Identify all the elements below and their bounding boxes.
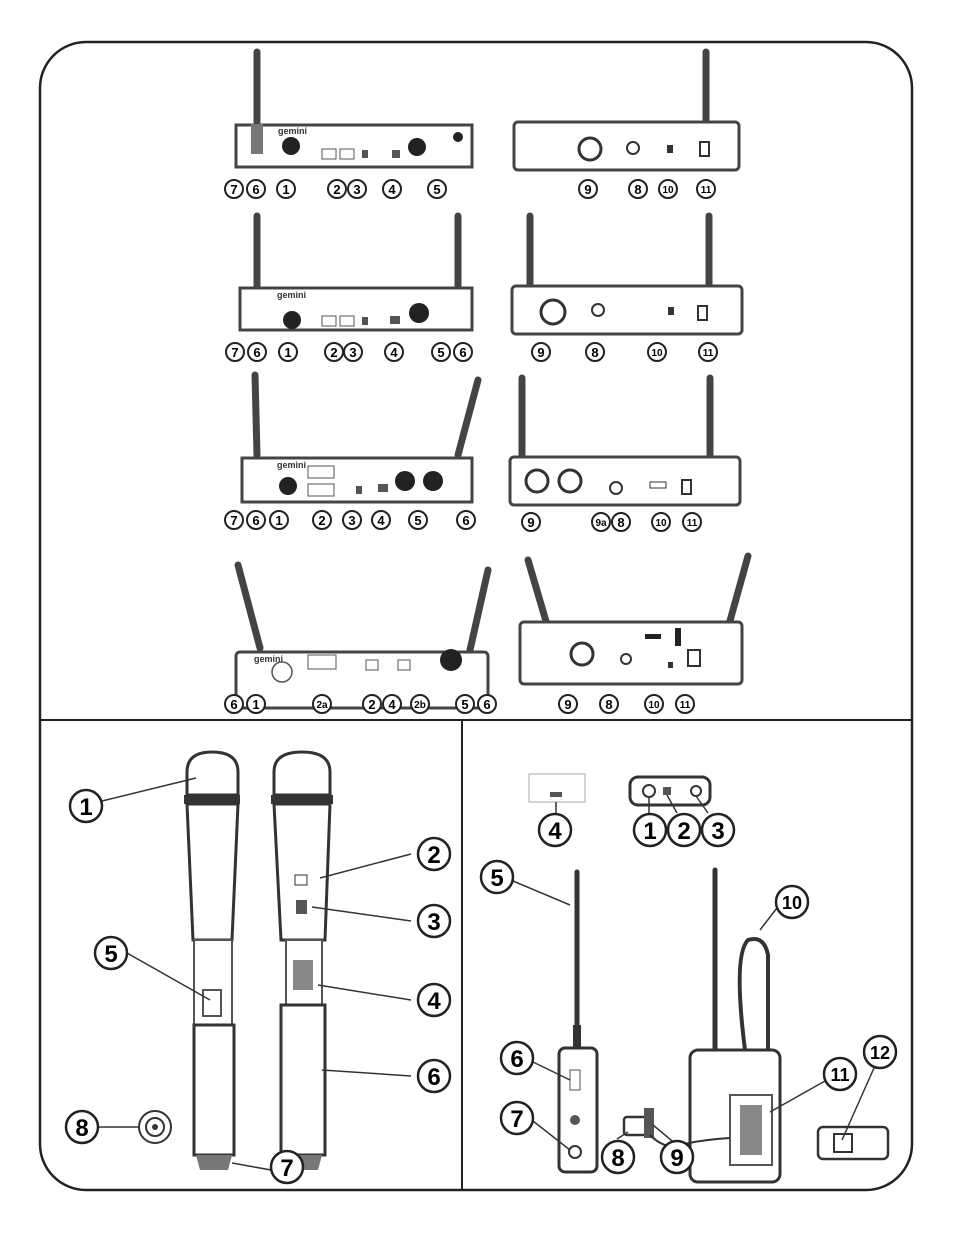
- callout-label: 6: [459, 345, 466, 360]
- callout-label: 6: [510, 1046, 523, 1073]
- callout-label: 10: [782, 893, 802, 913]
- callout-label: 2: [330, 345, 337, 360]
- callout-label: 3: [353, 182, 360, 197]
- handheld-callouts: 1 2 3 5 4 6 8 7: [66, 790, 450, 1183]
- callout-label: 2: [677, 818, 690, 845]
- receiver-2-front-callouts: 7 6 1 2 3 4 5 6: [226, 343, 472, 361]
- callout-label: 5: [104, 941, 117, 968]
- callout-label: 2: [427, 842, 440, 869]
- callout-label: 4: [390, 345, 398, 360]
- callout-label: 5: [414, 513, 421, 528]
- callout-label: 1: [284, 345, 291, 360]
- callout-label: 10: [648, 700, 660, 711]
- callout-label: 7: [230, 513, 237, 528]
- callout-label: 6: [252, 182, 259, 197]
- callout-label: 7: [510, 1106, 523, 1133]
- callout-label: 5: [490, 865, 503, 892]
- callout-label: 6: [252, 513, 259, 528]
- callout-label: 8: [591, 345, 598, 360]
- callout-label: 9: [537, 345, 544, 360]
- callout-label: 6: [483, 697, 490, 712]
- receiver-3-brand: gemini: [277, 460, 306, 470]
- callout-label: 2: [333, 182, 340, 197]
- receiver-1-front-callouts: 7 6 1 2 3 4 5: [225, 180, 446, 198]
- callout-label: 10: [655, 518, 667, 529]
- callout-label: 4: [548, 818, 562, 845]
- callout-label: 7: [230, 182, 237, 197]
- receiver-2-brand: gemini: [277, 290, 306, 300]
- battery-cap-detail: [139, 1111, 171, 1143]
- callout-label: 8: [605, 697, 612, 712]
- callout-label: 1: [79, 794, 92, 821]
- callout-label: 11: [680, 700, 691, 711]
- callout-label: 11: [830, 1065, 849, 1085]
- callout-label: 9a: [595, 518, 607, 529]
- callout-label: 7: [280, 1155, 293, 1182]
- callout-label: 1: [252, 697, 259, 712]
- callout-label: 2b: [414, 700, 426, 711]
- callout-label: 2: [318, 513, 325, 528]
- callout-label: 10: [662, 185, 674, 196]
- callout-label: 5: [461, 697, 468, 712]
- handheld-mic-left: [184, 752, 240, 1170]
- callout-label: 4: [388, 182, 396, 197]
- bodypack-rear-view: [690, 870, 780, 1182]
- handheld-mic-right: [271, 752, 333, 1170]
- callout-label: 12: [870, 1043, 890, 1063]
- callout-label: 1: [275, 513, 282, 528]
- callout-label: 3: [349, 345, 356, 360]
- callout-label: 8: [611, 1145, 624, 1172]
- callout-label: 8: [634, 182, 641, 197]
- callout-label: 11: [701, 185, 712, 196]
- callout-label: 5: [433, 182, 440, 197]
- receiver-2-rear: [512, 216, 742, 334]
- callout-label: 1: [643, 818, 656, 845]
- callout-label: 4: [388, 697, 396, 712]
- callout-label: 9: [584, 182, 591, 197]
- handheld-leader-lines: [98, 778, 411, 1170]
- callout-label: 8: [75, 1115, 88, 1142]
- bodypack-top-details: [529, 774, 710, 813]
- bodypack-transmitter: [559, 872, 597, 1172]
- callout-label: 6: [462, 513, 469, 528]
- receiver-3-front: gemini: [242, 375, 478, 502]
- callout-label: 3: [711, 818, 724, 845]
- receiver-4-front: gemini: [236, 565, 488, 708]
- receiver-3-rear-callouts: 9 9a 8 10 11: [522, 513, 701, 531]
- callout-label: 11: [687, 518, 698, 529]
- battery-compartment: [818, 1127, 888, 1159]
- callout-label: 6: [253, 345, 260, 360]
- receiver-1-brand: gemini: [278, 126, 307, 136]
- callout-label: 3: [348, 513, 355, 528]
- callout-label: 6: [230, 697, 237, 712]
- callout-label: 9: [670, 1145, 683, 1172]
- callout-label: 10: [651, 348, 663, 359]
- callout-label: 1: [282, 182, 289, 197]
- receiver-4-rear: [520, 556, 748, 684]
- receiver-1-front: gemini: [236, 52, 472, 167]
- callout-label: 2a: [316, 700, 328, 711]
- callout-label: 6: [427, 1064, 440, 1091]
- callout-label: 5: [437, 345, 444, 360]
- callout-label: 11: [703, 348, 714, 359]
- receiver-3-front-callouts: 7 6 1 2 3 4 5 6: [225, 511, 475, 529]
- callout-label: 9: [564, 697, 571, 712]
- receiver-3-rear: [510, 378, 740, 505]
- callout-label: 3: [427, 909, 440, 936]
- receiver-2-front: gemini: [240, 216, 472, 330]
- receiver-4-rear-callouts: 9 8 10 11: [559, 695, 694, 713]
- callout-label: 9: [527, 515, 534, 530]
- callout-label: 7: [231, 345, 238, 360]
- receiver-1-rear-callouts: 9 8 10 11: [579, 180, 715, 198]
- receiver-1-rear: [514, 52, 739, 170]
- callout-label: 4: [377, 513, 385, 528]
- receiver-2-rear-callouts: 9 8 10 11: [532, 343, 717, 361]
- callout-label: 4: [427, 988, 441, 1015]
- callout-label: 8: [617, 515, 624, 530]
- callout-label: 2: [368, 697, 375, 712]
